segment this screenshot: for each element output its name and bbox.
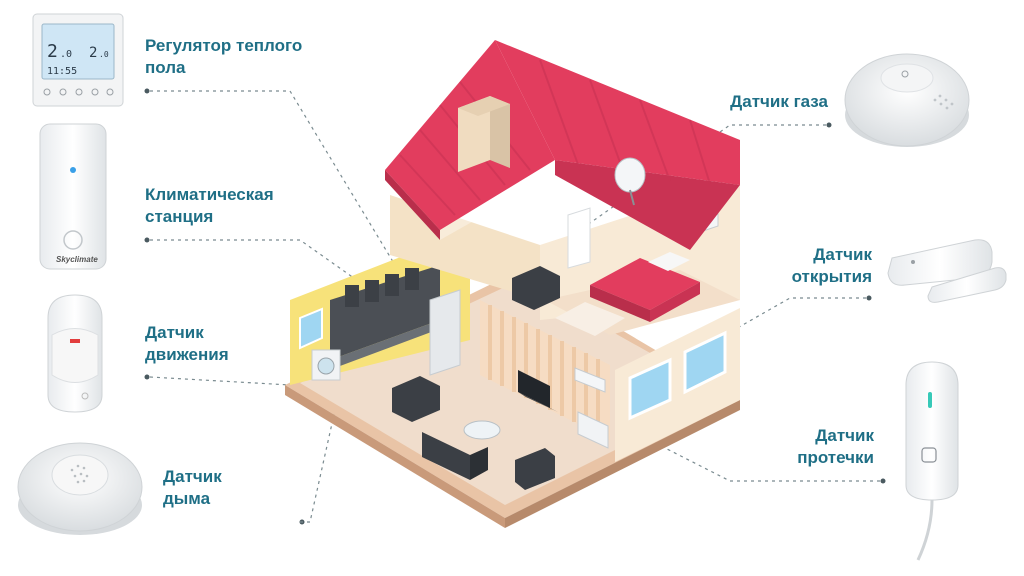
label-gas-sensor: Датчик газа	[730, 92, 828, 111]
label-climate-station: Климатическая станция	[145, 185, 274, 226]
climate-station-icon: Skyclimate	[39, 123, 107, 270]
leak-sensor-icon	[905, 361, 959, 561]
thermostat-time: 11:55	[47, 66, 77, 77]
label-opening-sensor: Датчик открытия	[791, 245, 872, 286]
thermostat-icon: 2 .0 2 .0 11:55	[32, 13, 124, 107]
smoke-detector-icon	[17, 442, 143, 535]
label-motion-sensor: Датчик движения	[145, 323, 229, 364]
label-leak-sensor: Датчик протечки	[797, 426, 874, 467]
thermostat-room-temp: 2	[89, 45, 97, 61]
motion-sensor-icon	[47, 294, 103, 413]
door-sensor-icon	[887, 239, 1007, 303]
climate-station-brand: Skyclimate	[56, 255, 98, 264]
house-illustration	[285, 40, 740, 528]
label-smoke-sensor: Датчик дыма	[163, 467, 222, 508]
label-floor-heating-regulator: Регулятор теплого пола	[145, 36, 303, 77]
svg-text:.0: .0	[99, 50, 109, 59]
thermostat-set-temp: 2	[47, 41, 58, 62]
gas-sensor-icon	[844, 53, 970, 147]
svg-text:.0: .0	[60, 49, 72, 60]
